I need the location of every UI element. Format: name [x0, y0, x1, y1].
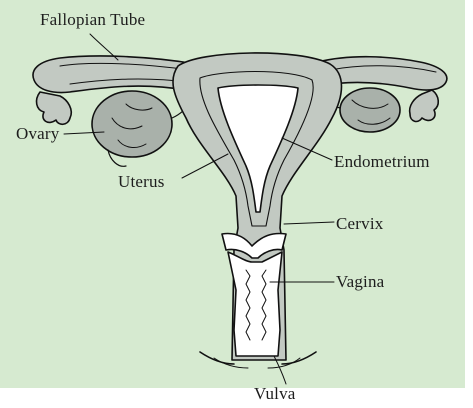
label-fallopian-tube: Fallopian Tube — [40, 10, 145, 30]
ovary-right — [340, 88, 400, 132]
label-vulva: Vulva — [254, 384, 296, 404]
label-uterus: Uterus — [118, 172, 165, 192]
label-cervix: Cervix — [336, 214, 383, 234]
vagina-canal — [228, 252, 282, 356]
label-vagina: Vagina — [336, 272, 384, 292]
label-ovary: Ovary — [16, 124, 59, 144]
fallopian-tube-left — [33, 56, 196, 93]
label-endometrium: Endometrium — [334, 152, 430, 172]
